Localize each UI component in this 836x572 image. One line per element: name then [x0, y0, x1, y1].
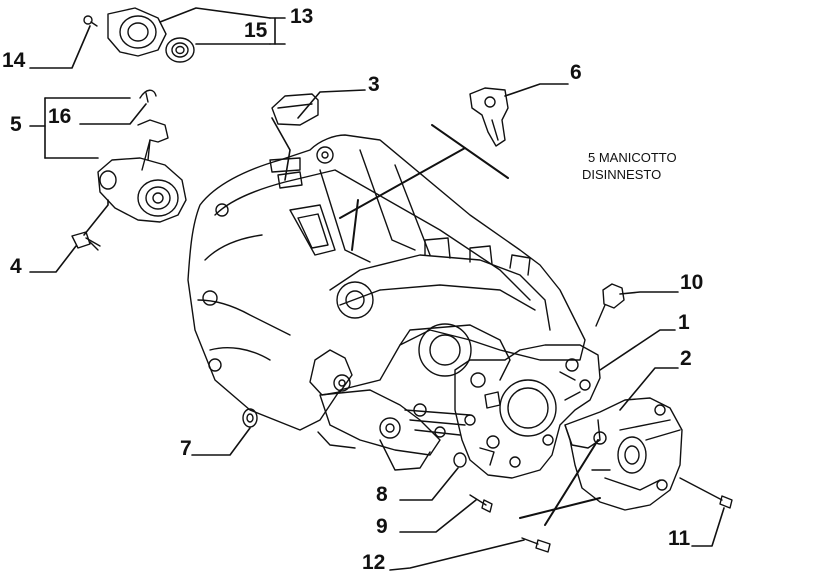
note-line-2: DISINNESTO [582, 167, 662, 182]
callout-16: 16 [48, 105, 72, 128]
callout-5: 5 [10, 113, 22, 136]
callout-11: 11 [668, 527, 691, 550]
callout-13: 13 [290, 5, 314, 28]
leader-lines [29, 7, 725, 571]
gearbox-housing [187, 134, 586, 471]
callout-3: 3 [368, 73, 380, 96]
callout-8: 8 [376, 483, 388, 506]
flange-plate [454, 344, 601, 479]
small-parts [242, 283, 733, 553]
parts-3-6 [271, 87, 509, 147]
callout-7: 7 [180, 437, 192, 460]
end-cover [564, 397, 683, 511]
callout-10: 10 [680, 271, 704, 294]
callout-4: 4 [10, 255, 22, 278]
callout-12: 12 [362, 551, 386, 572]
callout-1: 1 [678, 311, 690, 334]
callout-9: 9 [376, 515, 388, 538]
parts-4-5-16 [71, 89, 187, 251]
callout-15: 15 [244, 19, 268, 42]
callout-14: 14 [2, 49, 26, 72]
callout-2: 2 [680, 347, 692, 370]
note-line-1: 5 MANICOTTO [588, 150, 677, 165]
parts-13-14-15 [83, 7, 195, 63]
callout-6: 6 [570, 61, 582, 84]
